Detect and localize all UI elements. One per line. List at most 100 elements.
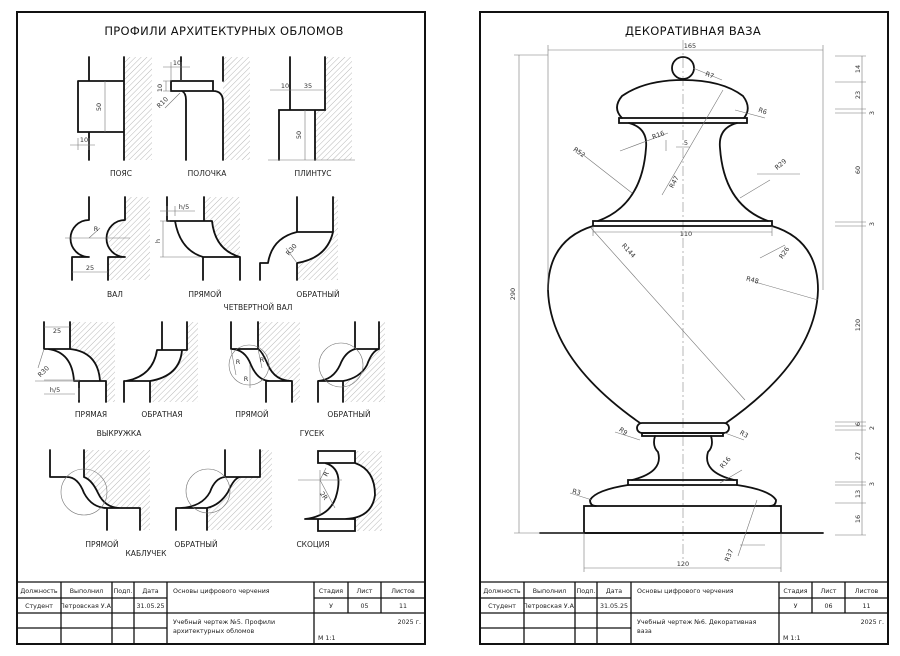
dim-label: R16 (651, 129, 666, 141)
profile-label: ПРЯМОЙ (85, 540, 118, 549)
dim-label: 25 (53, 327, 61, 335)
dim-label: 25 (86, 264, 94, 272)
dim-label: h (154, 239, 162, 243)
table-cell: Студент (488, 603, 516, 610)
profile-quarter-val-direct: h/5 h ПРЯМОЙ (154, 196, 241, 299)
table-cell: Петровская У.А. (60, 603, 113, 610)
dim-label: R (94, 225, 99, 233)
column-header: Стадия (783, 588, 807, 595)
course-name: Основы цифрового черчения (637, 588, 734, 595)
chain-dim-label: 60 (854, 166, 862, 174)
profile-label: ОБРАТНЫЙ (327, 410, 370, 419)
dim-label: 110 (680, 230, 692, 238)
table-cell: 31.05.25 (136, 603, 164, 610)
dim-label: h/5 (179, 203, 189, 211)
dim-label: R (260, 356, 265, 364)
drawing-title: Учебный чертеж №6. Декоративная (637, 618, 757, 626)
table-cell: 31.05.25 (600, 603, 628, 610)
dim-label: h/5 (50, 386, 60, 394)
profile-gusek-direct: R R R ПРЯМОЙ (228, 321, 300, 419)
profile-gusek-reverse: ОБРАТНЫЙ ГУСЕК (300, 321, 385, 438)
dim-label: R29 (773, 157, 788, 171)
profile-vykruzhka-reverse: ОБРАТНАЯ ВЫКРУЖКА (97, 321, 198, 438)
sheet-frame (479, 11, 889, 645)
profile-label: ПРЯМОЙ (235, 410, 268, 419)
profile-label: ОБРАТНАЯ (141, 410, 182, 419)
table-cell: Петровская У.А. (523, 603, 576, 610)
profile-kabluchek-direct: ПРЯМОЙ КАБЛУЧЕК (49, 449, 167, 558)
year: 2025 г. (398, 619, 421, 626)
dim-label: 2R (318, 490, 330, 502)
profile-plintus: 10 35 50 ПЛИНТУС (268, 56, 355, 178)
chain-dim-label: 6 (854, 422, 862, 426)
vase-knob (671, 56, 695, 80)
column-header: Листов (855, 588, 879, 595)
profile-label: ПРЯМАЯ (75, 410, 107, 419)
dim-label: R47 (668, 175, 681, 190)
vase-plinth (583, 505, 782, 534)
sheet-frame (16, 11, 426, 645)
chain-dim-label: 2 (868, 426, 876, 430)
group-label: ГУСЕК (300, 429, 325, 438)
sheet-title: ДЕКОРАТИВНАЯ ВАЗА (625, 24, 761, 38)
profile-label: ОБРАТНЫЙ (296, 290, 339, 299)
column-header: Должность (483, 588, 521, 595)
profile-label: ПОЛОЧКА (188, 169, 228, 178)
profile-label: ПРЯМОЙ (188, 290, 221, 299)
dim-label: 290 (509, 288, 517, 300)
column-header: Выполнил (70, 588, 104, 595)
group-label: ЧЕТВЕРТНОЙ ВАЛ (224, 303, 293, 312)
drawing-title: Учебный чертеж №5. Профили (173, 618, 275, 626)
sheet-decorative-vase: ДЕКОРАТИВНАЯ ВАЗА 165 290 (479, 11, 889, 645)
group-label: КАБЛУЧЕК (125, 549, 167, 558)
column-header: Подп. (113, 588, 132, 595)
profile-label: ОБРАТНЫЙ (174, 540, 217, 549)
drawing-title: архитектурных обломов (173, 627, 254, 635)
dim-label: R37 (723, 548, 735, 563)
chain-dim-label: 3 (868, 111, 876, 115)
chain-dim-label: 3 (868, 222, 876, 226)
dim-label: R3 (571, 487, 581, 497)
dim-label: R3 (738, 429, 749, 440)
chain-dim-label: 3 (868, 482, 876, 486)
chain-dim-label: 16 (854, 515, 862, 523)
dim-label: R (236, 358, 241, 366)
vase-dimensions: 165 290 110 120 R7 R6 R16 5 R52 R47 R29 … (509, 42, 824, 572)
table-cell: У (794, 603, 798, 610)
table-cell: Студент (25, 603, 53, 610)
column-header: Лист (357, 588, 373, 595)
dim-label: R7 (704, 70, 715, 80)
sheet-architectural-profiles: ПРОФИЛИ АРХИТЕКТУРНЫХ ОБЛОМОВ 50 10 ПОЯС… (16, 11, 426, 645)
profile-label: СКОЦИЯ (296, 540, 329, 549)
dim-label: 10 (80, 136, 88, 144)
vase-lid (616, 79, 749, 119)
table-cell: 11 (399, 603, 407, 610)
dim-label: 120 (677, 560, 689, 568)
column-header: Листов (391, 588, 415, 595)
dim-label: 165 (684, 42, 696, 50)
dim-label: 10 (173, 59, 181, 67)
dim-label: 10 (156, 84, 164, 92)
dim-label: 35 (304, 82, 312, 90)
chain-dim-label: 13 (854, 490, 862, 498)
column-header: Выполнил (533, 588, 567, 595)
column-header: Дата (606, 588, 622, 595)
dim-label: R10 (155, 95, 170, 110)
table-cell: 11 (862, 603, 870, 610)
profile-val: R 25 ВАЛ (65, 196, 150, 299)
chain-dim-label: 14 (854, 65, 862, 73)
column-header: Должность (20, 588, 58, 595)
scale: М 1:1 (318, 635, 336, 642)
dim-label: R52 (572, 145, 587, 159)
dim-label: 50 (95, 103, 103, 111)
table-cell: 06 (824, 603, 832, 610)
chain-dim-label: 27 (854, 452, 862, 460)
dim-label: R144 (620, 242, 637, 260)
column-header: Дата (142, 588, 158, 595)
dim-label: R6 (757, 106, 768, 116)
dim-label: R30 (284, 242, 298, 257)
